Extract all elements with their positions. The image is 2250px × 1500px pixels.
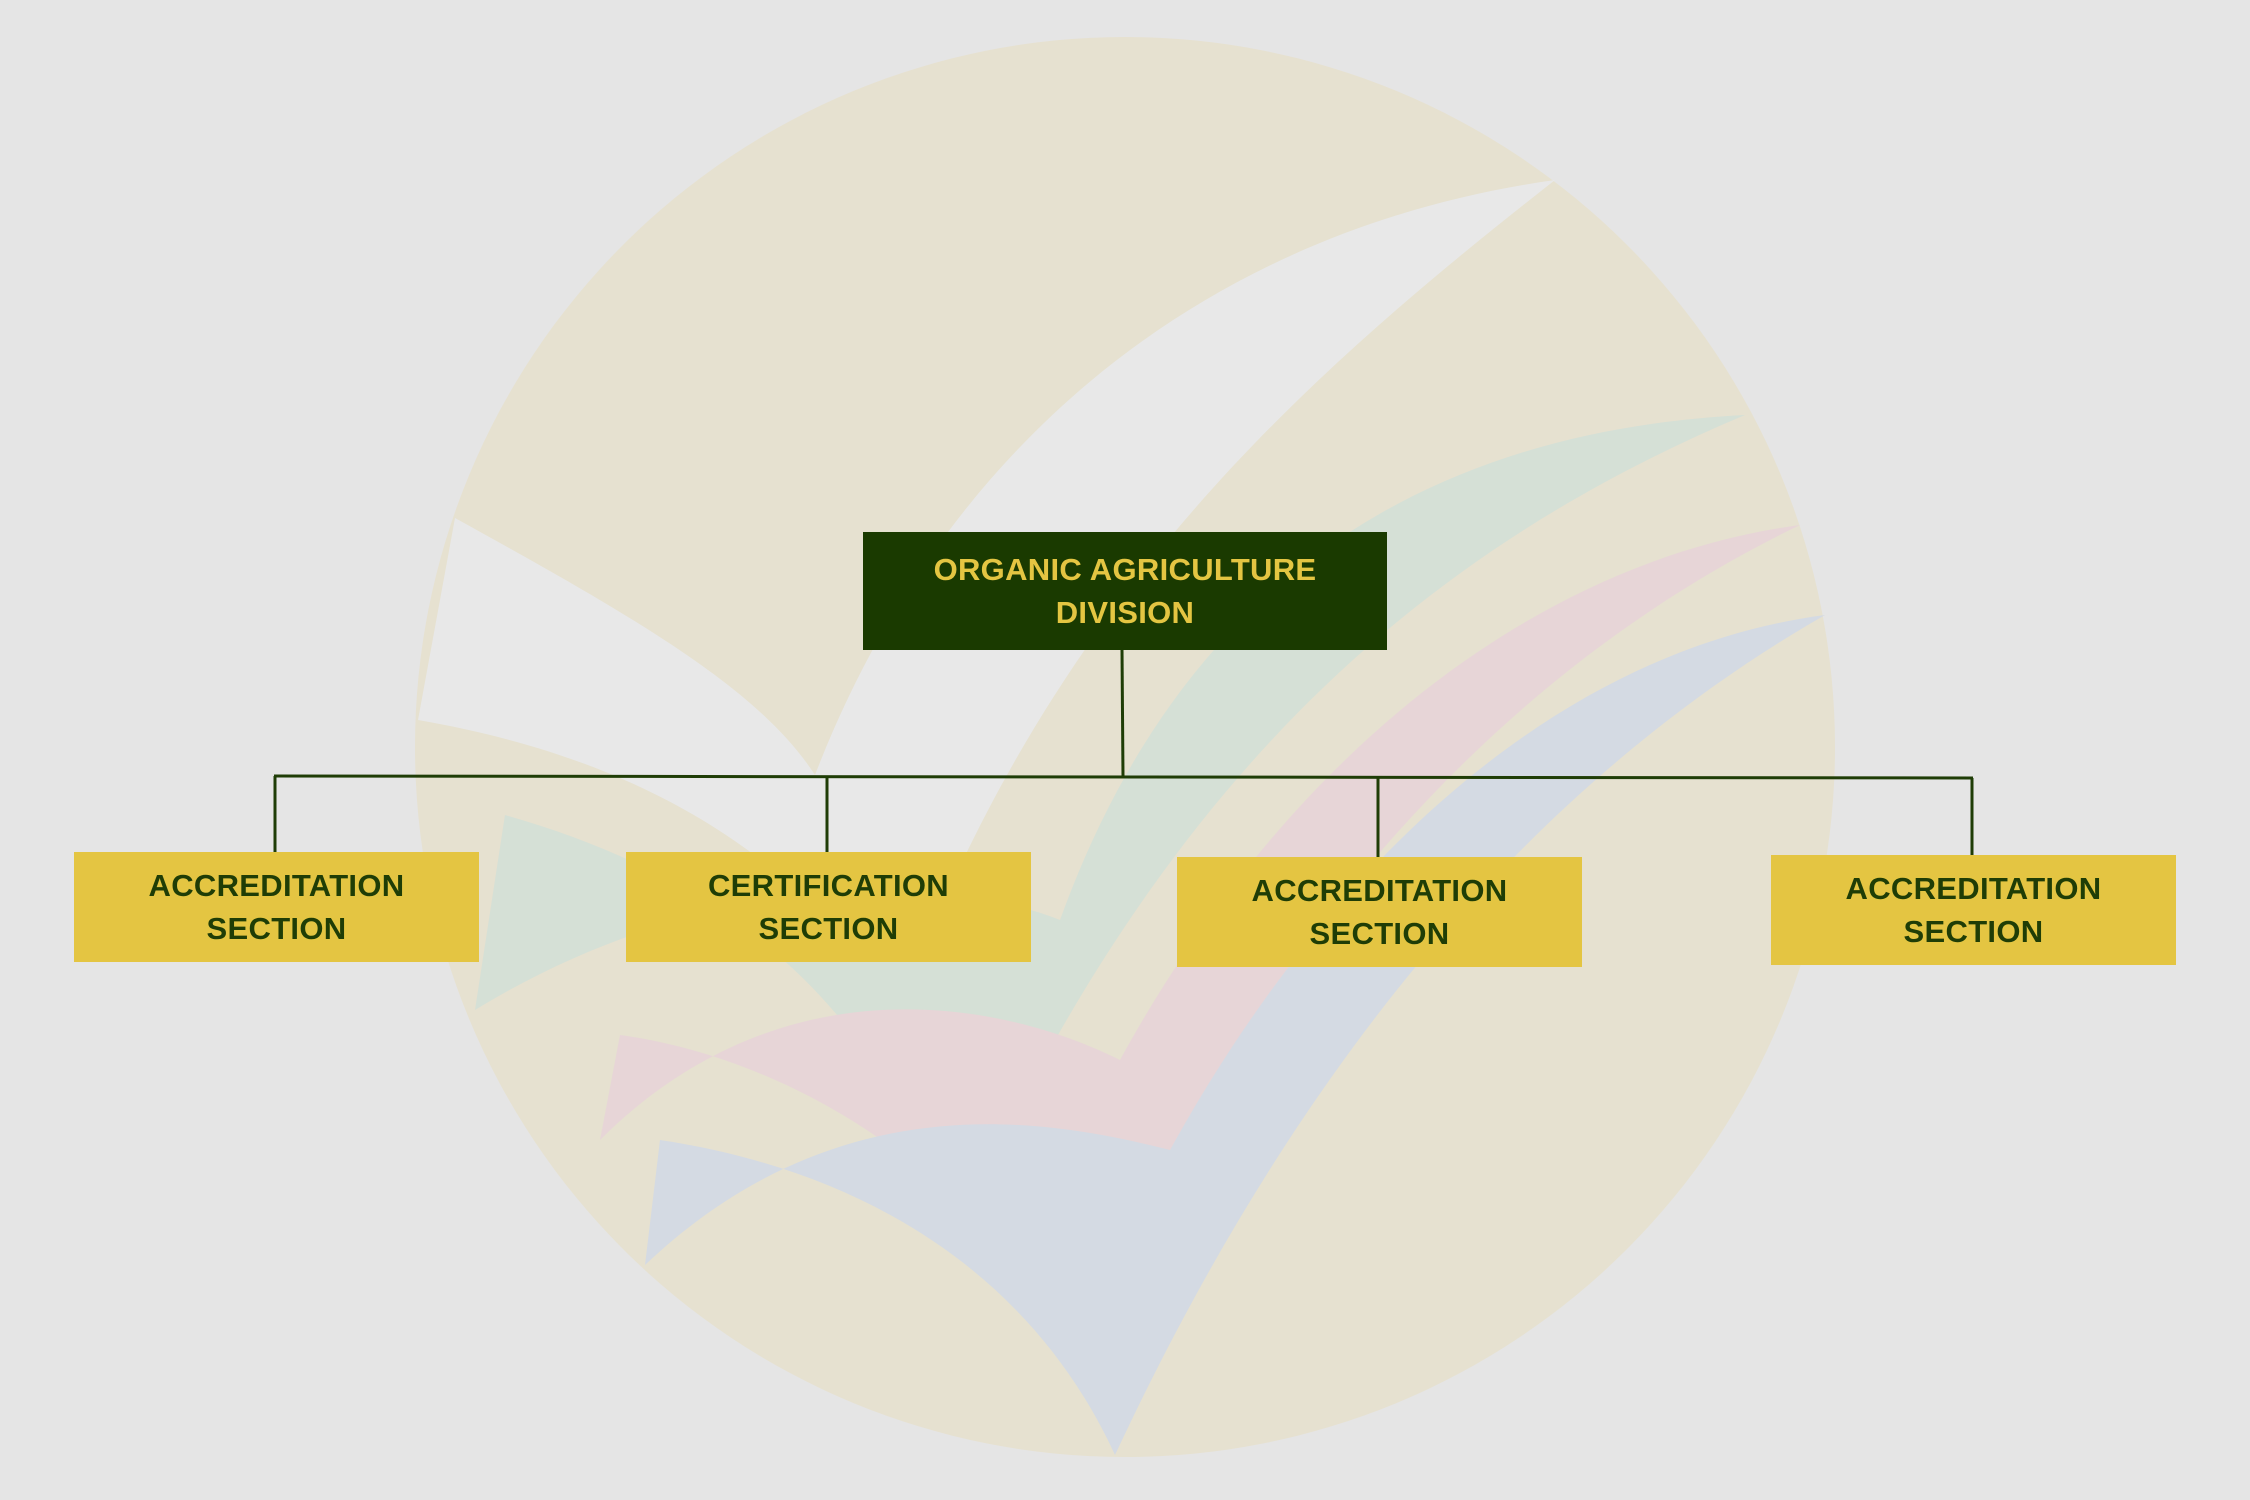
watermark-green-band	[475, 415, 1745, 1240]
root-node-label: ORGANIC AGRICULTURE DIVISION	[933, 552, 1317, 630]
child-node-label: ACCREDITATION SECTION	[148, 868, 405, 946]
watermark-blue-band	[645, 615, 1825, 1455]
child-node-certification-section: CERTIFICATION SECTION	[626, 852, 1031, 962]
child-node-accreditation-section-3: ACCREDITATION SECTION	[1771, 855, 2176, 965]
child-node-accreditation-section-2: ACCREDITATION SECTION	[1177, 857, 1582, 967]
root-node-organic-agriculture-division: ORGANIC AGRICULTURE DIVISION	[863, 532, 1387, 650]
child-node-label: ACCREDITATION SECTION	[1845, 871, 2102, 949]
child-node-label: CERTIFICATION SECTION	[708, 868, 949, 946]
horizontal-bus-line	[273, 774, 1974, 780]
child-node-label: ACCREDITATION SECTION	[1251, 873, 1508, 951]
watermark-circle	[415, 37, 1835, 1457]
root-stem-line	[1120, 649, 1125, 777]
child-node-accreditation-section-1: ACCREDITATION SECTION	[74, 852, 479, 962]
